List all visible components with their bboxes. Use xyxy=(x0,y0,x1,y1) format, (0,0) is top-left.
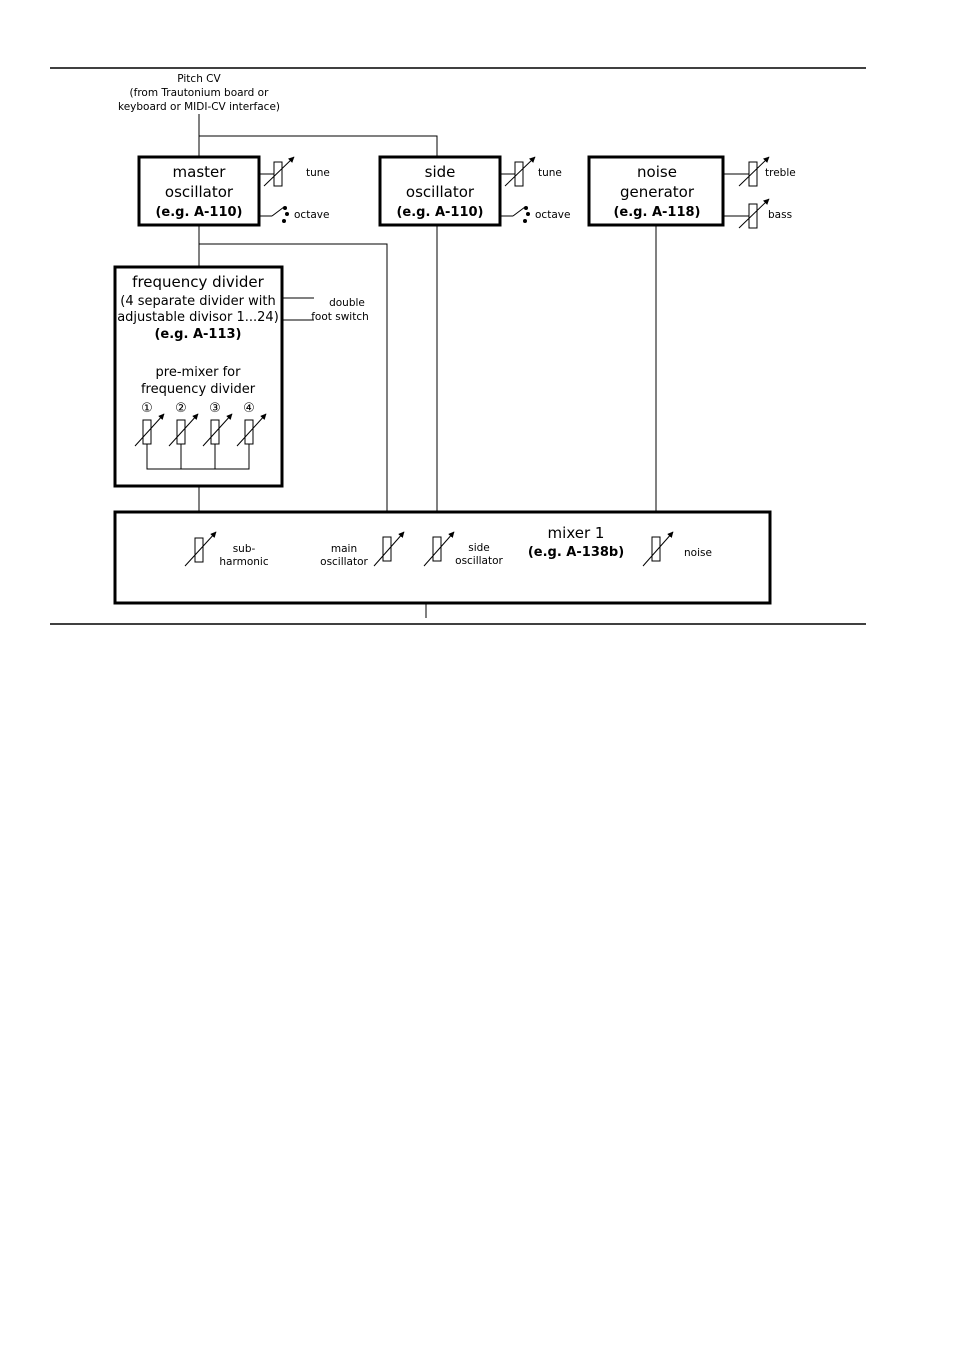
noise-generator-title2: generator xyxy=(620,183,695,201)
mixer-side-oscillator-label1: side xyxy=(468,542,490,554)
side-oscillator-title2: oscillator xyxy=(406,183,475,201)
side-octave-switch-icon xyxy=(512,206,530,223)
footswitch-label1: double xyxy=(329,297,365,309)
pitch-cv-line2: (from Trautonium board or xyxy=(130,87,270,99)
master-octave-switch-icon xyxy=(271,206,289,223)
noise-generator-model: (e.g. A-118) xyxy=(613,205,700,220)
master-oscillator-model: (e.g. A-110) xyxy=(155,205,242,220)
treble-pot-icon xyxy=(738,156,770,187)
mixer-main-oscillator-label1: main xyxy=(331,543,357,555)
wire-cv-to-side xyxy=(199,135,438,156)
mixer-model: (e.g. A-138b) xyxy=(528,545,624,560)
frequency-divider-line3: adjustable divisor 1...24) xyxy=(117,310,279,325)
frequency-divider-module: frequency divider (4 separate divider wi… xyxy=(113,265,369,488)
side-oscillator-box xyxy=(378,155,502,227)
pitch-cv-line3: keyboard or MIDI-CV interface) xyxy=(118,101,280,113)
master-tune-pot-icon xyxy=(263,156,295,187)
mixer-noise-label: noise xyxy=(684,547,712,559)
master-oscillator-box xyxy=(137,155,261,227)
premixer-channel-1: ① xyxy=(141,401,153,416)
mixer-subharmonic-label1: sub- xyxy=(233,543,256,555)
treble-label: treble xyxy=(765,167,796,179)
mixer-box xyxy=(113,510,772,605)
bass-pot-icon xyxy=(738,198,770,229)
mixer-side-oscillator-label2: oscillator xyxy=(455,555,503,567)
mixer-module: mixer 1 (e.g. A-138b) sub- harmonic main… xyxy=(113,510,772,605)
side-oscillator-module: side oscillator (e.g. A-110) tune octave xyxy=(378,155,570,227)
frequency-divider-title: frequency divider xyxy=(132,273,264,291)
noise-generator-title1: noise xyxy=(637,163,677,181)
premixer-sum-wire xyxy=(146,444,250,470)
side-oscillator-title1: side xyxy=(425,163,456,181)
pitch-cv-label: Pitch CV (from Trautonium board or keybo… xyxy=(118,73,280,113)
wire-master-to-mixer xyxy=(199,243,388,584)
noise-generator-box xyxy=(587,155,725,227)
premixer-channel-3: ③ xyxy=(209,401,221,416)
mixer-main-oscillator-label2: oscillator xyxy=(320,556,368,568)
master-octave-label: octave xyxy=(294,209,329,221)
mixer-subharmonic-label2: harmonic xyxy=(219,556,268,568)
premixer-title2: frequency divider xyxy=(141,382,256,397)
frequency-divider-model: (e.g. A-113) xyxy=(154,327,241,342)
footswitch-label2: foot switch xyxy=(311,311,369,323)
master-tune-label: tune xyxy=(306,167,330,179)
side-tune-pot-icon xyxy=(504,156,536,187)
mixer-subharmonic-pot-icon xyxy=(184,531,217,567)
premixer-channel-4: ④ xyxy=(243,401,255,416)
noise-generator-module: noise generator (e.g. A-118) treble bass xyxy=(587,155,796,229)
master-oscillator-module: master oscillator (e.g. A-110) tune octa… xyxy=(137,155,330,227)
premixer-title1: pre-mixer for xyxy=(156,365,242,380)
side-oscillator-model: (e.g. A-110) xyxy=(396,205,483,220)
mixer-noise-pot-icon xyxy=(642,531,674,567)
frequency-divider-line2: (4 separate divider with xyxy=(120,294,275,309)
master-oscillator-title2: oscillator xyxy=(165,183,234,201)
master-oscillator-title1: master xyxy=(173,163,227,181)
mixer-side-oscillator-pot-icon xyxy=(423,531,455,567)
premixer-channel-2: ② xyxy=(175,401,187,416)
side-tune-label: tune xyxy=(538,167,562,179)
frequency-divider-box xyxy=(113,265,284,488)
pitch-cv-line1: Pitch CV xyxy=(177,73,221,85)
mixer-main-oscillator-pot-icon xyxy=(373,531,405,567)
mixer-title: mixer 1 xyxy=(548,524,605,542)
bass-label: bass xyxy=(768,209,792,221)
side-octave-label: octave xyxy=(535,209,570,221)
